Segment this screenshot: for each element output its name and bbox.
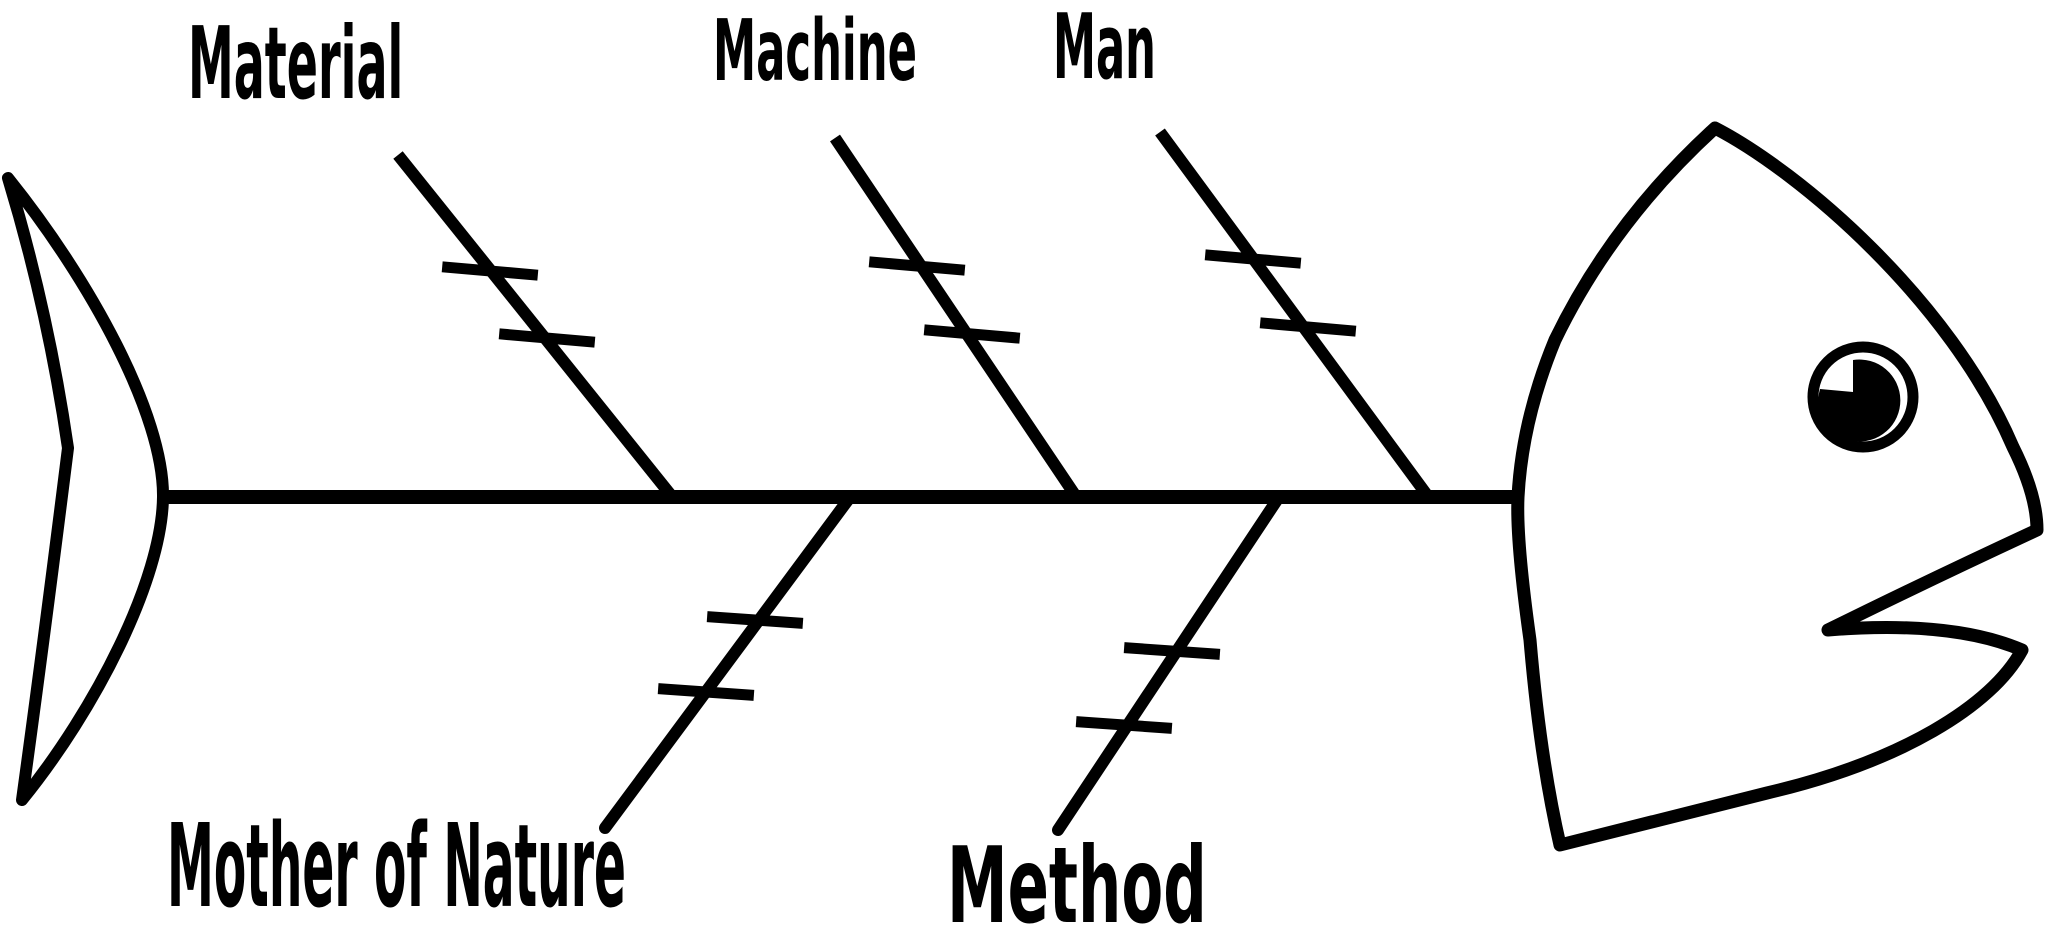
fish-eye-ring (1807, 341, 1919, 453)
label-man: Man (1053, 0, 1156, 100)
label-material: Material (188, 7, 403, 123)
tick-mark (1204, 249, 1302, 269)
tick-mark (1075, 716, 1173, 734)
tick-mark (1259, 317, 1357, 337)
bone-material-line (393, 151, 675, 498)
label-method: Method (947, 825, 1207, 927)
tick-mark (868, 256, 966, 276)
bone-mother-of-nature (599, 494, 854, 834)
tick-mark (706, 611, 804, 629)
label-mother-of-nature: Mother of Nature (167, 799, 626, 927)
bone-method (1052, 494, 1283, 836)
fish-eye-pupil (1818, 359, 1901, 442)
tick-mark (657, 683, 755, 701)
bone-machine (830, 134, 1080, 499)
label-machine: Machine (713, 1, 917, 101)
bone-material (393, 151, 675, 498)
tick-mark (1123, 642, 1221, 660)
fish-eye (1807, 341, 1919, 453)
tick-mark (498, 328, 596, 348)
bone-method-line (1052, 494, 1283, 836)
bone-man (1155, 128, 1432, 499)
fish-tail (2, 172, 170, 806)
bone-mother-of-nature-line (599, 494, 854, 834)
fish-head (1511, 121, 2044, 852)
tick-mark (441, 261, 539, 281)
tick-mark (923, 324, 1021, 344)
bone-machine-line (830, 134, 1080, 499)
bone-man-line (1155, 128, 1432, 499)
